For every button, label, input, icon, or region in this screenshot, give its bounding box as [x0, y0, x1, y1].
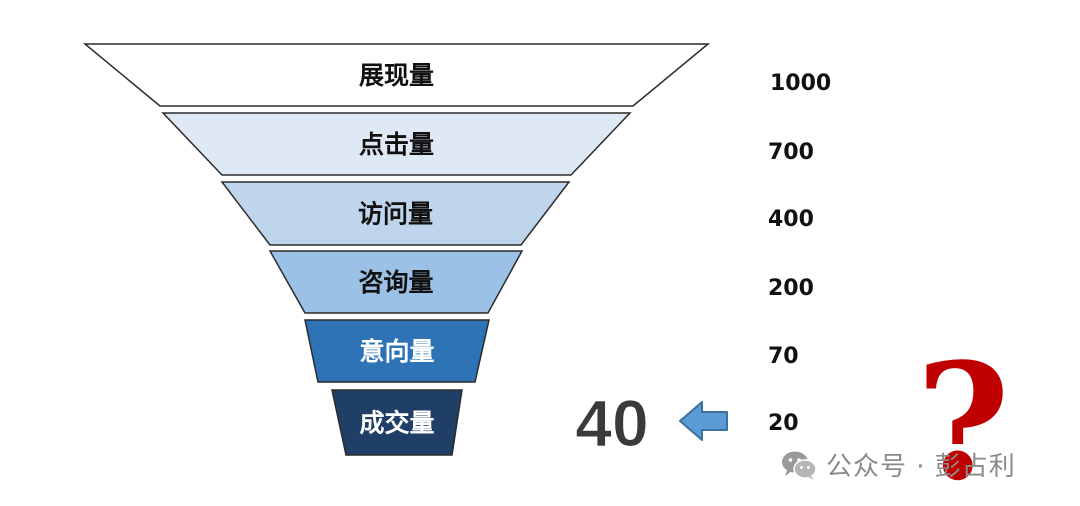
wechat-icon	[782, 451, 817, 480]
stage-values: 1000 700 400 200 70 20	[768, 71, 831, 436]
funnel-layer-6	[331, 389, 463, 456]
funnel-stage-label: 访问量	[358, 200, 433, 229]
funnel-layer-2	[161, 112, 632, 176]
callout-value: 40	[575, 386, 648, 460]
funnel-stage-value: 1000	[770, 71, 831, 96]
funnel-layer-3	[220, 181, 571, 246]
funnel-stage-value: 400	[768, 207, 814, 232]
funnel-stage-value: 200	[768, 276, 814, 301]
funnel-stage-value: 70	[768, 344, 799, 369]
funnel-stage-label: 咨询量	[358, 268, 433, 297]
left-arrow-icon	[679, 401, 728, 441]
funnel-layer-1	[82, 43, 711, 107]
question-mark-icon: ?	[916, 328, 1010, 506]
funnel-layer-4	[268, 250, 524, 314]
funnel-stage-label: 成交量	[359, 409, 434, 438]
funnel-stage-label: 意向量	[359, 337, 434, 366]
funnel-layer-5	[304, 319, 490, 383]
funnel-stage-value: 700	[768, 140, 814, 165]
funnel-stage-label: 展现量	[359, 61, 434, 90]
watermark: 公众号 · 彭占利	[780, 446, 1016, 483]
funnel-stage-value: 20	[768, 411, 799, 436]
funnel-stage-label: 点击量	[359, 130, 434, 159]
watermark-text: 公众号 · 彭占利	[826, 452, 1016, 482]
